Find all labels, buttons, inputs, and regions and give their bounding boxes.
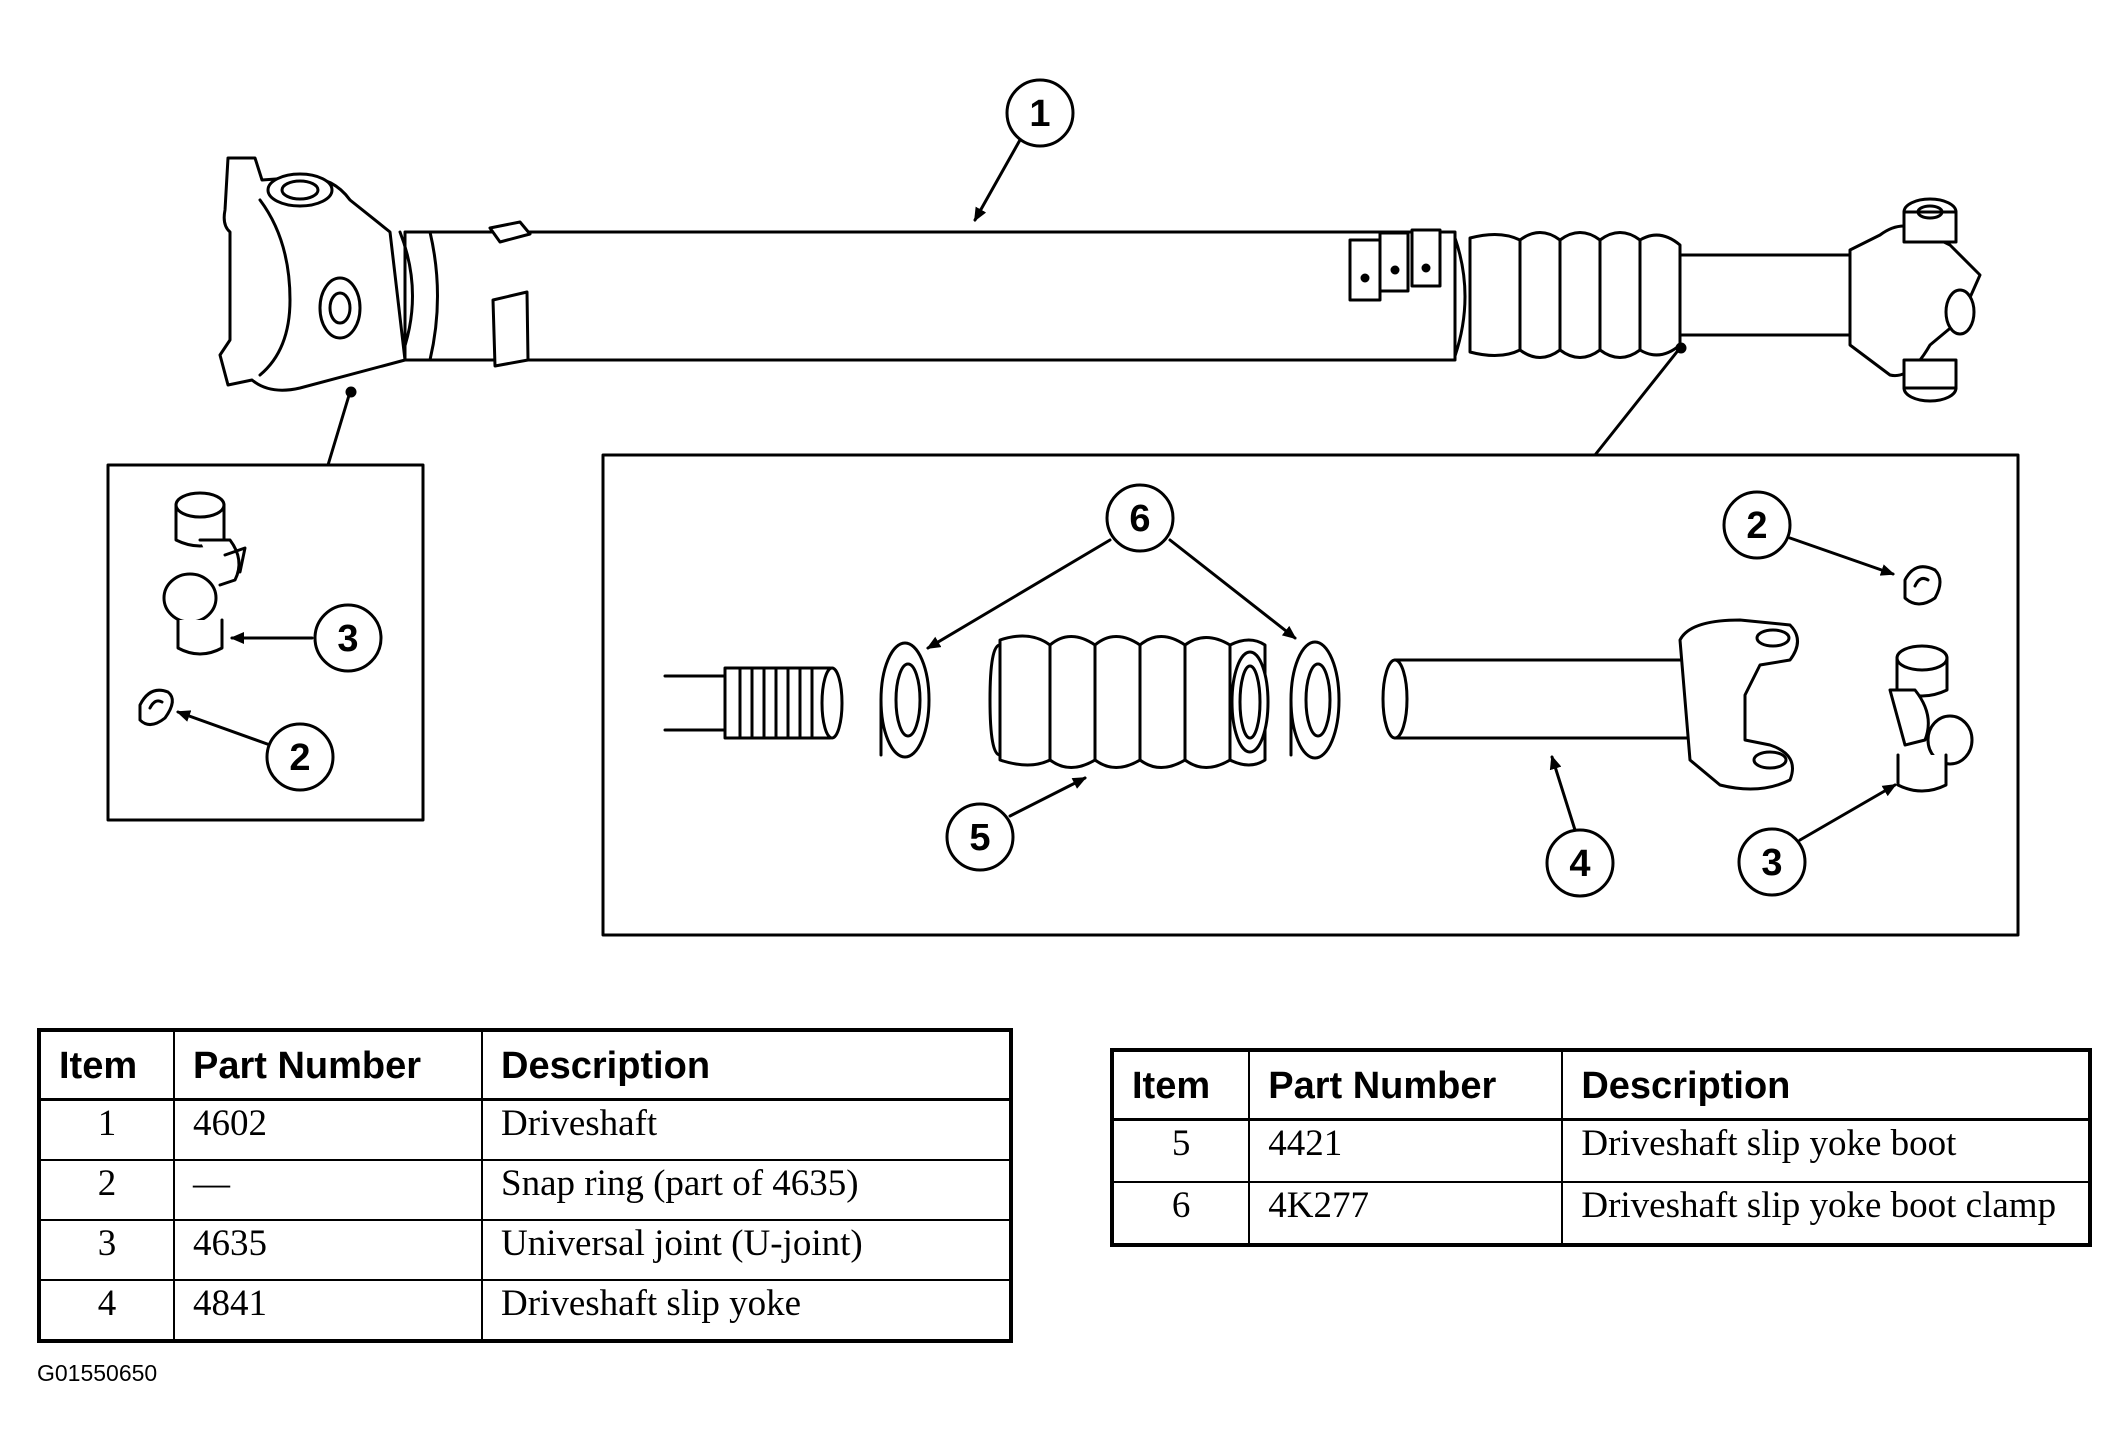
callout-6 (926, 483, 1297, 650)
description-cell: Snap ring (part of 4635) (481, 1159, 1012, 1221)
column-header-part-number: Part Number (173, 1029, 483, 1101)
table-row: 4 4841 Driveshaft slip yoke (38, 1279, 1012, 1342)
callout-4 (1545, 755, 1615, 898)
right-snap-ring-drawing (1903, 565, 1942, 606)
part-number-cell: 4K277 (1248, 1181, 1564, 1246)
boot-drawing (988, 634, 1270, 769)
left-callout-3 (230, 603, 383, 673)
table-row: 6 4K277 Driveshaft slip yoke boot clamp (1110, 1181, 2091, 1246)
boot-clamp-left-drawing (879, 641, 931, 759)
item-cell: 3 (38, 1219, 175, 1281)
callout-2-right-label: 2 (1746, 505, 1767, 547)
table-header-row: Item Part Number Description (1110, 1049, 2091, 1121)
item-cell: 2 (38, 1159, 175, 1221)
callout-5 (945, 776, 1087, 872)
part-number-cell: 4841 (173, 1279, 483, 1342)
figure-id-label: G01550650 (37, 1360, 158, 1386)
left-ujoint-drawing (162, 491, 247, 656)
column-header-item: Item (1110, 1049, 1251, 1121)
part-number-cell: — (173, 1159, 483, 1221)
table-header-row: Item Part Number Description (38, 1029, 1012, 1101)
description-cell: Driveshaft slip yoke (481, 1279, 1012, 1342)
part-number-cell: 4602 (173, 1098, 483, 1161)
callout-1-label: 1 (1029, 93, 1050, 135)
left-yoke (218, 156, 407, 392)
item-cell: 5 (1110, 1118, 1251, 1183)
callout-5-label: 5 (969, 817, 990, 859)
slip-yoke-assembled (1678, 197, 1982, 403)
boot-clamp-right-drawing (1289, 640, 1341, 760)
left-callout-2-label: 2 (289, 737, 310, 779)
splined-shaft-drawing (663, 666, 844, 740)
left-callout-2 (176, 710, 335, 792)
parts-table-left: Item Part Number Description 1 4602 Driv… (37, 1028, 1013, 1343)
description-cell: Driveshaft (481, 1098, 1012, 1161)
table-row: 1 4602 Driveshaft (38, 1098, 1012, 1161)
column-header-part-number: Part Number (1248, 1049, 1564, 1121)
item-cell: 6 (1110, 1181, 1251, 1246)
part-number-cell: 4421 (1248, 1118, 1564, 1183)
item-cell: 1 (38, 1098, 175, 1161)
left-snap-ring-drawing (138, 688, 174, 726)
right-ujoint-drawing (1888, 644, 1974, 793)
slip-yoke-drawing (1381, 618, 1799, 791)
callout-2-right (1722, 490, 1895, 576)
callout-6-label: 6 (1129, 498, 1150, 540)
left-detail-leader (326, 390, 352, 467)
item-cell: 4 (38, 1279, 175, 1342)
description-cell: Universal joint (U-joint) (481, 1219, 1012, 1281)
callout-3-right-label: 3 (1761, 842, 1782, 884)
driveshaft-tube (398, 220, 1467, 368)
part-number-cell: 4635 (173, 1219, 483, 1281)
column-header-description: Description (1561, 1049, 2091, 1121)
column-header-description: Description (481, 1029, 1012, 1101)
left-callout-3-label: 3 (337, 618, 358, 660)
table-row: 3 4635 Universal joint (U-joint) (38, 1219, 1012, 1281)
parts-table-right: Item Part Number Description 5 4421 Driv… (1110, 1048, 2092, 1247)
table-row: 5 4421 Driveshaft slip yoke boot (1110, 1118, 2091, 1183)
description-cell: Driveshaft slip yoke boot (1561, 1118, 2091, 1183)
table-row: 2 — Snap ring (part of 4635) (38, 1159, 1012, 1221)
driveshaft-boot-assembled (1468, 231, 1682, 359)
callout-1 (973, 78, 1075, 222)
description-cell: Driveshaft slip yoke boot clamp (1561, 1181, 2091, 1246)
column-header-item: Item (38, 1029, 175, 1101)
callout-4-label: 4 (1569, 843, 1590, 885)
callout-3-right (1737, 783, 1897, 897)
right-detail-leader (1593, 346, 1682, 457)
